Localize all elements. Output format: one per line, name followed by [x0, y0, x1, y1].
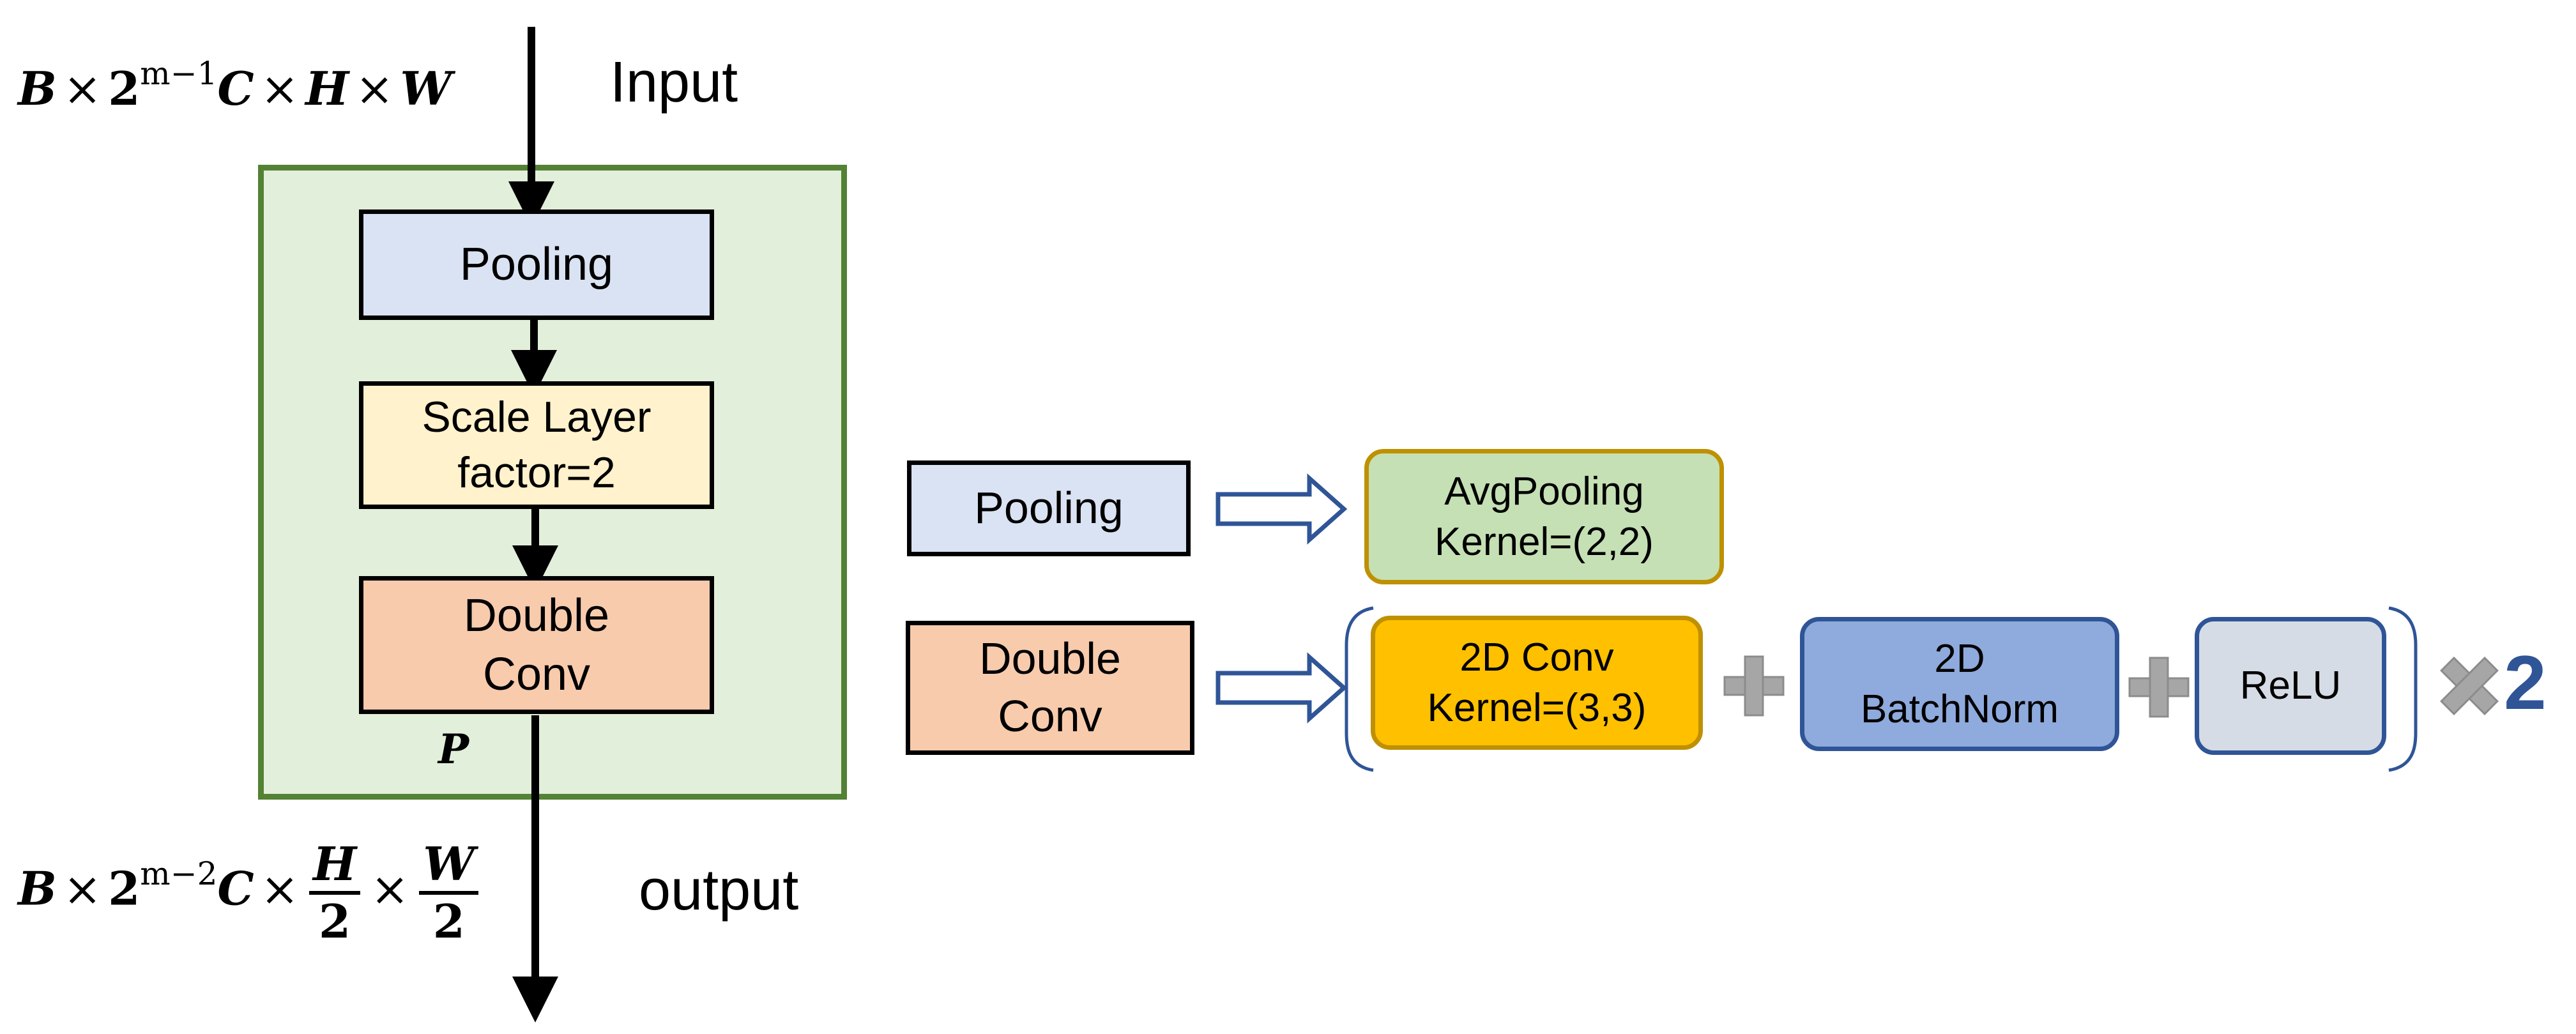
times-icon — [2440, 657, 2499, 715]
hollow-right-arrow-icon — [1216, 473, 1348, 545]
param-label: P — [438, 726, 469, 773]
double-conv-line1: Double — [463, 589, 610, 641]
legend-pooling-label: Pooling — [974, 483, 1124, 533]
legend-double-conv-line2: Conv — [998, 691, 1102, 741]
double-conv-box: Double Conv — [359, 576, 714, 714]
relu-label: ReLU — [2239, 664, 2342, 708]
pooling-box-label: Pooling — [459, 239, 614, 291]
plus-icon — [1723, 655, 1785, 717]
legend-double-conv-box: Double Conv — [906, 621, 1194, 755]
right-paren — [2388, 606, 2418, 772]
plus-icon — [2128, 657, 2190, 718]
pooling-box: Pooling — [359, 209, 714, 320]
scale-factor-label: factor=2 — [457, 448, 616, 497]
scale-layer-box: Scale Layer factor=2 — [359, 381, 714, 509]
legend-double-conv-line1: Double — [979, 634, 1121, 684]
conv2d-kernel-label: Kernel=(3,3) — [1427, 686, 1647, 730]
avgpooling-box: AvgPooling Kernel=(2,2) — [1364, 449, 1724, 584]
batchnorm-line2: BatchNorm — [1860, 687, 2059, 731]
batchnorm-box: 2D BatchNorm — [1800, 617, 2119, 751]
batchnorm-line1: 2D — [1934, 636, 1985, 681]
left-paren — [1345, 606, 1374, 772]
double-conv-line2: Conv — [482, 649, 591, 700]
input-shape: B×2m−1C×H×W — [18, 55, 452, 116]
hollow-right-arrow-icon — [1216, 652, 1348, 724]
legend-pooling-box: Pooling — [907, 460, 1191, 556]
input-label: Input — [610, 50, 738, 114]
avgpooling-kernel-label: Kernel=(2,2) — [1435, 520, 1654, 564]
avgpooling-label: AvgPooling — [1444, 469, 1644, 513]
conv2d-label: 2D Conv — [1459, 635, 1614, 680]
output-label: output — [639, 858, 799, 922]
conv2d-box: 2D Conv Kernel=(3,3) — [1371, 616, 1703, 750]
repeat-count: 2 — [2504, 640, 2547, 726]
relu-box: ReLU — [2195, 617, 2386, 755]
scale-layer-label: Scale Layer — [422, 392, 652, 441]
